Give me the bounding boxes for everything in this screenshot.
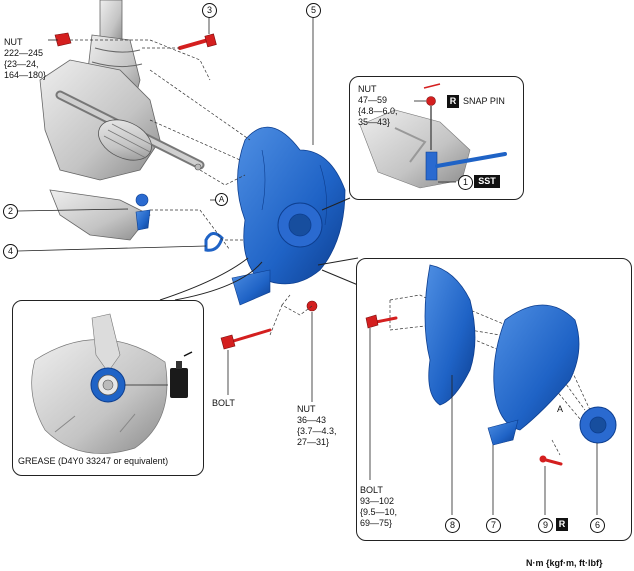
bolt-left — [220, 328, 272, 350]
callout-6: 6 — [590, 518, 605, 533]
bolt-bottom-torque-label: BOLT 93—102 {9.5—10, 69—75} — [360, 485, 398, 528]
clip-part-4 — [204, 232, 224, 252]
sst-badge: SST — [474, 175, 500, 188]
callout-3: 3 — [202, 3, 217, 18]
bolt-left-label: BOLT — [212, 398, 235, 408]
snap-pin-r-badge: R — [447, 95, 459, 108]
callout-5: 5 — [306, 3, 321, 18]
snap-pin-label: SNAP PIN — [463, 96, 505, 106]
reference-a-main: A — [215, 193, 228, 206]
callout-1: 1 — [458, 175, 473, 190]
drive-shaft — [39, 59, 205, 241]
torque-units-label: N·m {kgf·m, ft·lbf} — [526, 558, 603, 568]
grease-label: GREASE (D4Y0 33247 or equivalent) — [18, 456, 169, 466]
part-9-r-badge: R — [556, 518, 568, 531]
exploded-parts-panel — [356, 258, 632, 541]
snap-nut-torque-label: NUT 47—59 {4.8—6.0, 35—43} — [358, 84, 398, 127]
leader-lines — [17, 18, 314, 402]
callout-4: 4 — [3, 244, 18, 259]
nut-mid-torque-label: NUT 36—43 {3.7—4.3, 27—31} — [297, 404, 337, 447]
callout-7: 7 — [486, 518, 501, 533]
callout-8: 8 — [445, 518, 460, 533]
knuckle-main — [231, 126, 346, 306]
explode-lines — [70, 39, 313, 336]
bolt-3 — [178, 33, 217, 50]
top-nut-torque-label: NUT 222—245 {23—24, 164—180} — [4, 37, 47, 80]
top-nut — [54, 32, 72, 47]
ball-joint — [135, 193, 151, 231]
reference-a-inset: A — [557, 404, 564, 414]
panel-connectors — [159, 197, 359, 301]
callout-2: 2 — [3, 204, 18, 219]
callout-9: 9 — [538, 518, 553, 533]
grease-detail-panel — [12, 300, 204, 476]
